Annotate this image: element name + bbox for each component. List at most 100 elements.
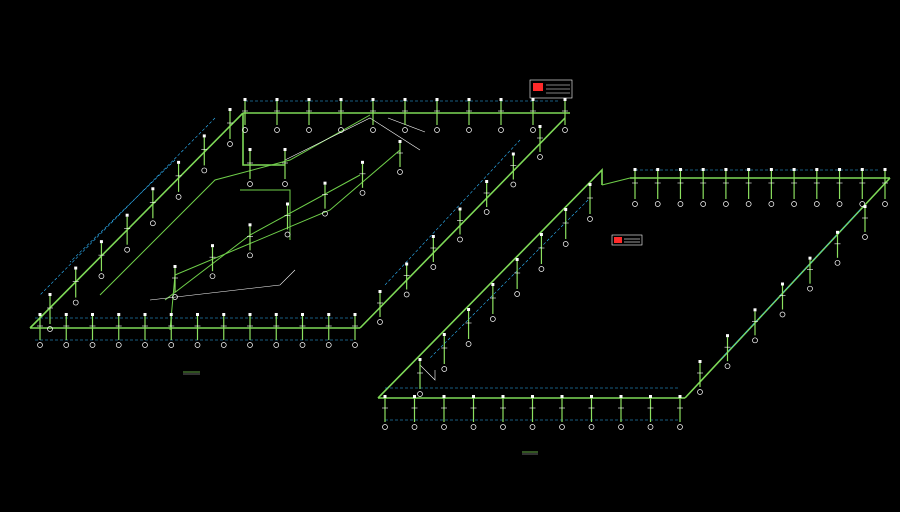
right-branch-connector	[601, 177, 631, 186]
right-dimension-diag-left	[429, 199, 589, 359]
left-leader-line-1	[149, 269, 296, 301]
right-riser-0	[632, 168, 638, 207]
left-riser-40	[359, 160, 366, 196]
left-riser-44	[209, 244, 216, 280]
left-riser-14	[115, 313, 122, 348]
left-riser-21	[299, 313, 306, 348]
right-dimension-diag-right	[719, 209, 861, 361]
right-riser-6	[768, 168, 775, 207]
left-riser-6	[434, 98, 440, 133]
right-riser-32	[834, 230, 841, 266]
left-riser-47	[282, 148, 288, 187]
left-riser-20	[273, 313, 280, 348]
left-riser-29	[98, 240, 105, 279]
right-riser-22	[677, 395, 683, 430]
left-riser-1	[274, 98, 280, 133]
right-riser-16	[500, 395, 506, 430]
left-riser-16	[168, 313, 175, 348]
left-riser-8	[498, 98, 504, 133]
left-riser-26	[175, 160, 182, 200]
right-riser-36	[724, 334, 731, 370]
right-riser-25	[538, 233, 545, 272]
left-riser-31	[47, 293, 53, 332]
left-riser-0	[242, 98, 248, 133]
left-view-caption-mark	[183, 371, 200, 375]
left-riser-3	[338, 98, 344, 133]
left-leader-line-3	[387, 117, 426, 133]
left-riser-34	[483, 180, 490, 215]
left-riser-38	[377, 290, 383, 325]
left-riser-4	[370, 98, 376, 133]
right-riser-24	[562, 208, 569, 247]
right-riser-18	[559, 395, 565, 430]
right-riser-35	[752, 308, 758, 344]
left-riser-2	[306, 98, 312, 133]
left-riser-42	[284, 202, 291, 238]
left-riser-25	[201, 134, 208, 174]
left-risers-group	[37, 98, 568, 348]
right-riser-5	[745, 168, 752, 207]
left-riser-17	[194, 313, 201, 348]
left-riser-5	[402, 98, 408, 133]
left-riser-23	[352, 313, 358, 348]
left-riser-45	[172, 265, 178, 300]
left-riser-19	[247, 313, 253, 348]
left-dimension-diag-2	[69, 159, 176, 263]
right-riser-12	[382, 395, 388, 430]
left-main-pipe-diagonal-right	[359, 117, 566, 329]
left-riser-41	[322, 181, 328, 217]
left-riser-11	[37, 313, 43, 348]
right-riser-21	[647, 395, 654, 430]
left-riser-39	[397, 140, 403, 175]
right-view-caption-mark	[522, 451, 538, 455]
left-riser-7	[466, 98, 472, 133]
left-isometric-view	[29, 79, 573, 375]
left-riser-37	[403, 262, 410, 298]
right-riser-3	[700, 168, 707, 207]
right-isometric-view	[377, 168, 891, 455]
right-riser-20	[618, 395, 624, 430]
left-inner-branch-a	[242, 113, 285, 166]
left-riser-32	[537, 125, 543, 160]
left-riser-10	[562, 98, 568, 133]
right-riser-4	[722, 168, 729, 207]
left-leader-line-2	[284, 117, 421, 161]
right-legend-block	[611, 234, 643, 246]
right-riser-27	[489, 283, 496, 322]
right-riser-31	[862, 205, 868, 240]
right-riser-28	[465, 308, 472, 347]
left-legend-block	[529, 79, 573, 99]
right-riser-26	[514, 258, 521, 297]
left-riser-9	[530, 98, 536, 133]
left-inner-branch-b	[169, 149, 401, 331]
left-riser-36	[430, 235, 437, 270]
left-riser-27	[149, 187, 156, 227]
right-riser-29	[441, 333, 448, 372]
left-main-pipe-outer-left	[29, 112, 244, 329]
right-riser-34	[779, 282, 786, 318]
right-riser-19	[588, 395, 595, 430]
right-riser-2	[677, 168, 684, 207]
left-inner-branch-e	[240, 189, 291, 240]
right-riser-23	[587, 183, 593, 222]
left-riser-33	[510, 152, 517, 188]
left-riser-22	[325, 313, 332, 348]
right-main-pipe-left-diagonal	[377, 168, 603, 399]
left-riser-35	[457, 207, 463, 243]
right-riser-37	[697, 360, 703, 395]
left-riser-30	[72, 266, 79, 306]
left-riser-28	[124, 213, 131, 253]
right-riser-33	[807, 256, 813, 292]
right-leader-line	[419, 364, 436, 381]
left-inner-branch-d	[164, 174, 361, 301]
left-dimension-diag-3	[384, 139, 521, 286]
right-riser-14	[441, 395, 447, 430]
right-riser-8	[813, 168, 820, 207]
right-riser-1	[654, 168, 661, 207]
left-riser-15	[142, 313, 148, 348]
left-riser-13	[89, 313, 96, 348]
right-risers-group	[382, 168, 888, 430]
right-riser-13	[411, 395, 418, 430]
